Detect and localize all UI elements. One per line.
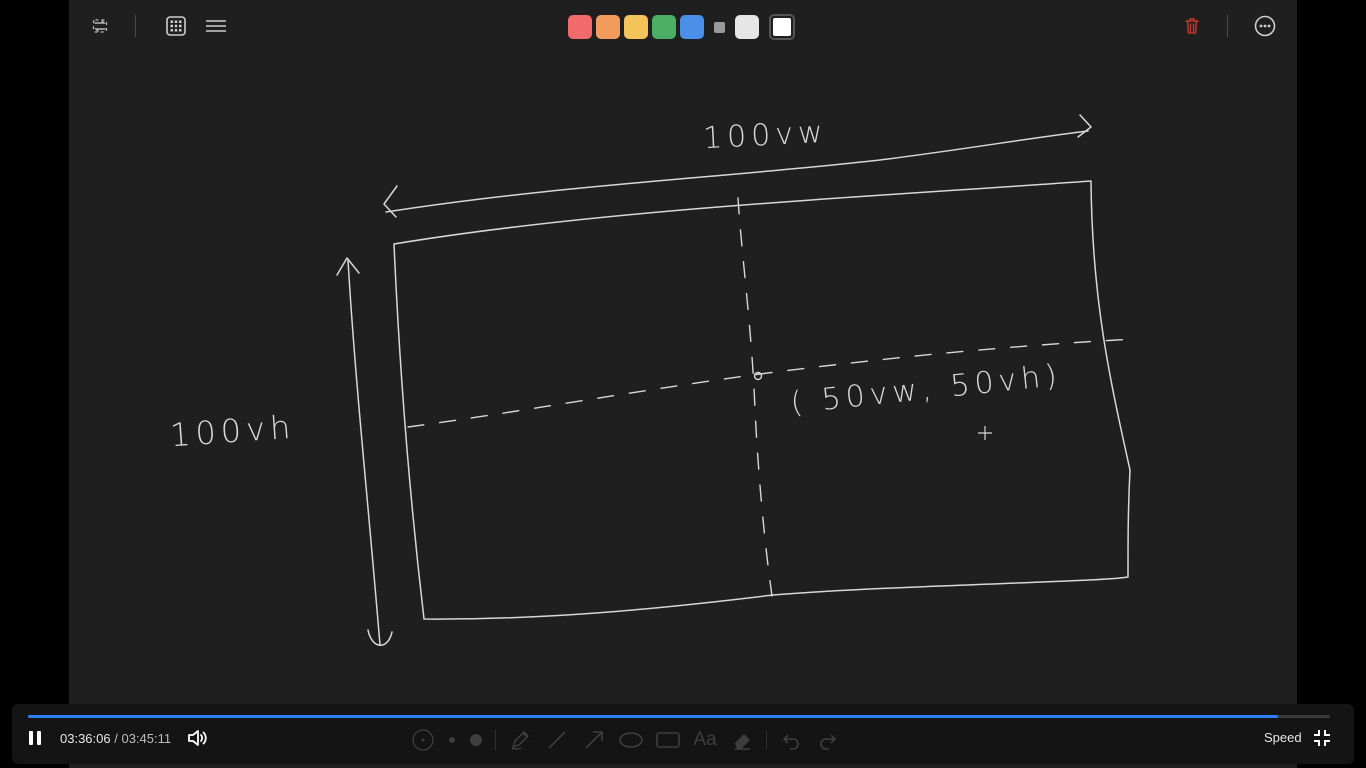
tools-divider: [495, 730, 496, 750]
exit-fullscreen-icon: [1314, 730, 1330, 746]
color-swatch-light[interactable]: [735, 15, 759, 39]
toolbar-divider: [1227, 15, 1228, 37]
line-icon[interactable]: [544, 728, 570, 752]
trash-icon[interactable]: [1180, 14, 1204, 38]
arrow-icon[interactable]: [581, 728, 607, 752]
top-toolbar: [69, 0, 1297, 54]
text-tool-label: Aa: [693, 729, 717, 750]
toolbar-divider: [135, 15, 136, 37]
color-swatch-white-selected[interactable]: [769, 14, 795, 40]
crosshair-cursor-icon: [978, 426, 992, 440]
grid-icon[interactable]: [164, 14, 188, 38]
pen-icon[interactable]: [507, 728, 533, 752]
exit-fullscreen-button[interactable]: [1312, 728, 1332, 748]
total-time: 03:45:11: [121, 731, 172, 746]
color-swatch-red[interactable]: [568, 15, 592, 39]
volume-button[interactable]: [186, 727, 208, 749]
dot-size-icon[interactable]: [410, 728, 436, 752]
swap-icon[interactable]: [88, 14, 112, 38]
lines-icon[interactable]: [204, 14, 228, 38]
color-swatch-gray[interactable]: [714, 21, 725, 33]
progress-fill: [28, 715, 1278, 718]
width-label: 100vw: [702, 114, 829, 157]
time-separator: /: [114, 731, 118, 746]
color-swatch-yellow[interactable]: [624, 15, 648, 39]
rectangle-icon[interactable]: [655, 728, 681, 752]
undo-icon[interactable]: [778, 728, 804, 752]
color-swatch-blue[interactable]: [680, 15, 704, 39]
drawing-tools: Aa: [410, 728, 852, 752]
playback-bar: 03:36:06 / 03:45:11 Aa Speed: [12, 704, 1354, 764]
current-time: 03:36:06: [60, 731, 111, 746]
volume-icon: [188, 730, 207, 746]
dot-small-icon[interactable]: [447, 728, 457, 752]
color-palette: [568, 14, 799, 40]
speed-button[interactable]: Speed: [1264, 730, 1302, 745]
more-icon[interactable]: [1253, 14, 1277, 38]
pause-button[interactable]: [26, 728, 44, 748]
eraser-icon[interactable]: [729, 728, 755, 752]
dot-large-icon[interactable]: [468, 728, 484, 752]
color-swatch-orange[interactable]: [596, 15, 620, 39]
text-icon[interactable]: Aa: [692, 728, 718, 752]
progress-bar[interactable]: [28, 715, 1330, 718]
time-display: 03:36:06 / 03:45:11: [60, 731, 171, 746]
color-swatch-green[interactable]: [652, 15, 676, 39]
whiteboard-canvas[interactable]: [69, 0, 1297, 768]
tools-divider: [766, 730, 767, 750]
redo-icon[interactable]: [815, 728, 841, 752]
ellipse-icon[interactable]: [618, 728, 644, 752]
pause-icon: [29, 731, 41, 745]
